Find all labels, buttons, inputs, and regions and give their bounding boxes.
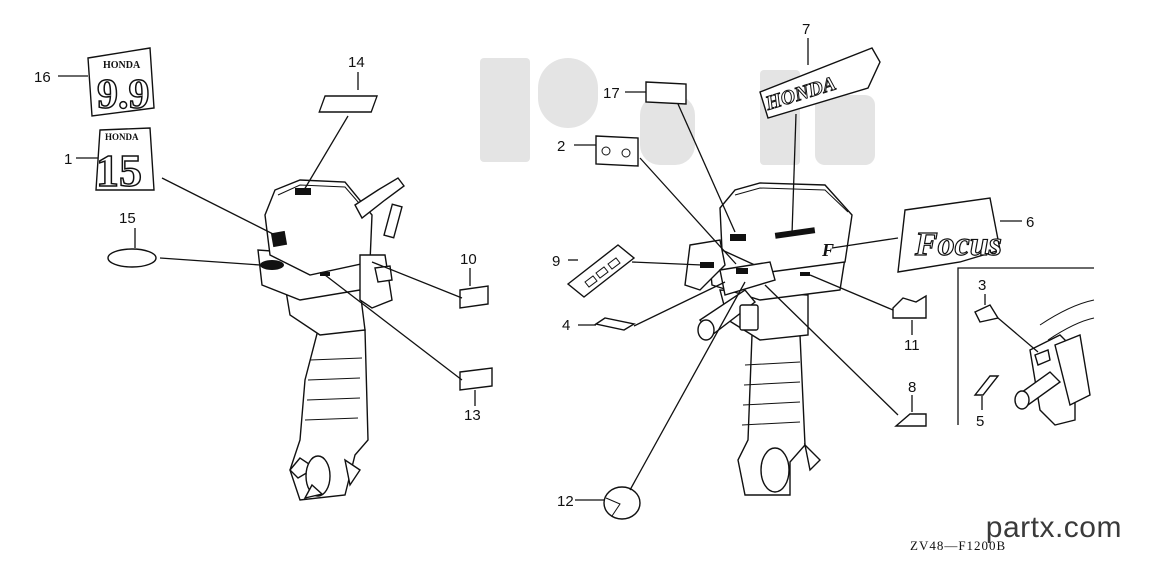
decal-focus-text: Focus	[914, 226, 1002, 263]
inset-detail	[957, 267, 1095, 426]
decal-11	[892, 294, 927, 319]
decal-99-text: 9.9	[97, 72, 150, 118]
callout-5: 5	[976, 413, 984, 430]
callout-3: 3	[978, 277, 986, 294]
decal-15-text: 15	[96, 145, 142, 196]
decal-3	[974, 304, 1000, 323]
callout-11: 11	[904, 337, 920, 354]
callout-13: 13	[464, 407, 481, 424]
callout-10: 10	[460, 251, 477, 268]
decal-9	[566, 244, 636, 298]
callout-12: 12	[557, 493, 574, 510]
callout-2: 2	[557, 138, 565, 155]
callout-14: 14	[348, 54, 365, 71]
brand-watermark: partx.com	[985, 511, 1122, 544]
decal-honda-text-2: HONDA	[105, 132, 139, 142]
callout-6: 6	[1026, 214, 1034, 231]
callout-4: 4	[562, 317, 570, 334]
decal-14	[318, 95, 379, 113]
leader-lines-right	[568, 38, 1022, 501]
decal-5	[973, 375, 1000, 396]
outboard-motor-right: F	[684, 182, 853, 496]
decal-2	[595, 135, 639, 167]
decal-13	[459, 367, 493, 391]
callout-9: 9	[552, 253, 560, 270]
decal-15: HONDA 15	[95, 127, 155, 197]
outboard-motor-left	[257, 177, 405, 501]
svg-text:F: F	[821, 240, 834, 260]
callout-labels: 16 1 15 14 10 13 17 2 7 6 9 4 11 8 12 3 …	[34, 21, 1034, 510]
decal-9-9: HONDA 9.9	[87, 47, 155, 119]
leader-lines-left	[58, 72, 476, 406]
callout-1: 1	[64, 151, 72, 168]
decal-oval	[107, 248, 157, 268]
decal-10	[459, 285, 489, 309]
decal-8	[894, 413, 927, 427]
callout-7: 7	[802, 21, 810, 38]
decal-focus-logo: Focus	[897, 197, 1003, 273]
decal-17	[645, 81, 687, 105]
decal-4	[594, 317, 636, 331]
callout-17: 17	[603, 85, 620, 102]
decal-honda-text: HONDA	[103, 60, 141, 71]
callout-16: 16	[34, 69, 51, 86]
callout-8: 8	[908, 379, 916, 396]
callout-15: 15	[119, 210, 136, 227]
decal-12	[603, 486, 641, 520]
diagram-code: ZV48—F1200B	[910, 538, 1007, 553]
